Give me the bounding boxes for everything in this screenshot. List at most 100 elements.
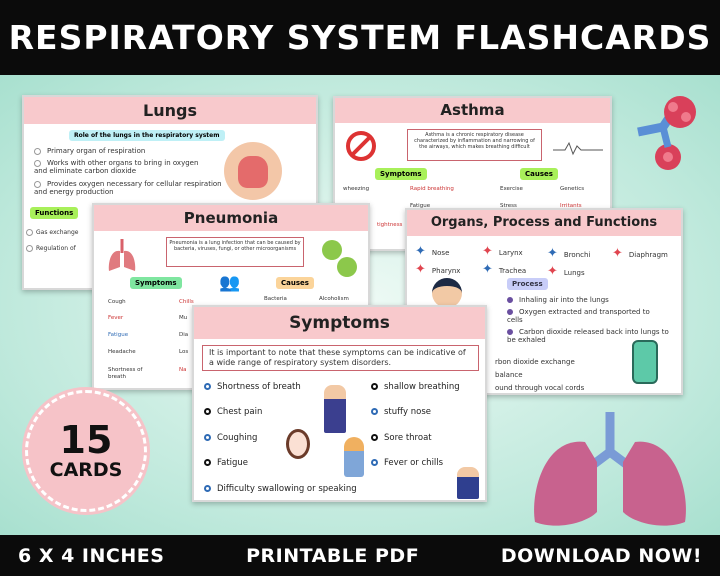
bullet-icon	[507, 329, 513, 335]
list-item: Stress	[500, 203, 517, 209]
sparkle-icon: ✦	[482, 244, 493, 259]
download-cta[interactable]: DOWNLOAD NOW!	[500, 544, 702, 567]
symptom-item: shallow breathing	[371, 382, 460, 392]
organ-item: ✦Larynx	[482, 244, 523, 260]
person-chest-illustration	[457, 467, 479, 499]
symptom-item: Coughing	[204, 433, 257, 443]
page-title: RESPIRATORY SYSTEM FLASHCARDS	[8, 18, 712, 57]
organ-label: Bronchi	[563, 251, 591, 259]
organ-label: Lungs	[563, 269, 585, 277]
bullet-icon	[204, 408, 211, 415]
bullet-icon	[371, 434, 378, 441]
list-item: Na	[179, 367, 187, 373]
heartbeat-icon	[553, 141, 603, 156]
organ-label: Diaphragm	[628, 251, 668, 259]
card-title: Pneumonia	[94, 205, 368, 231]
list-item-text: Gas exchange	[36, 229, 79, 236]
list-item: Bacteria	[264, 296, 287, 302]
symptom-item: stuffy nose	[371, 407, 431, 417]
organ-label: Pharynx	[431, 267, 461, 275]
list-item-text: Provides oxygen necessary for cellular r…	[34, 180, 222, 197]
list-item: Fatigue	[108, 332, 129, 338]
card-title: Asthma	[335, 98, 610, 123]
bullet-icon	[371, 408, 378, 415]
card-title: Organs, Process and Functions	[407, 210, 681, 236]
organ-label: Trachea	[498, 267, 527, 275]
bullet-icon	[34, 180, 41, 188]
chest-lungs-illustration	[224, 142, 282, 200]
process-text: Inhaling air into the lungs	[519, 296, 609, 304]
process-tag: Process	[507, 278, 548, 290]
sparkle-icon: ✦	[482, 262, 493, 277]
list-item: Headache	[108, 349, 136, 355]
symptom-text: Fever or chills	[384, 458, 444, 468]
sparkle-icon: ✦	[547, 264, 558, 279]
bullet-icon	[204, 485, 211, 492]
symptom-text: shallow breathing	[384, 382, 460, 392]
symptom-item: Fever or chills	[371, 458, 443, 468]
card-count-badge: 15 CARDS	[25, 390, 147, 512]
bullet-icon	[34, 159, 41, 167]
list-item: Primary organ of respiration	[34, 147, 224, 155]
symptom-text: Chest pain	[217, 407, 263, 417]
process-item: Inhaling air into the lungs	[507, 296, 667, 304]
bullet-icon	[34, 147, 41, 155]
lungs-shape	[238, 156, 268, 188]
bullet-icon	[26, 229, 33, 236]
bullet-icon	[371, 383, 378, 390]
process-item: Carbon dioxide released back into lungs …	[507, 328, 672, 345]
list-item: Gas exchange	[26, 229, 78, 236]
organ-item: ✦ Trachea	[482, 262, 526, 278]
format-label: PRINTABLE PDF	[246, 544, 420, 567]
card-title: Symptoms	[194, 307, 485, 339]
symptoms-tag: Symptoms	[130, 277, 182, 289]
people-icon: 👥	[219, 273, 241, 293]
card-title: Lungs	[24, 97, 316, 124]
causes-tag: Causes	[276, 277, 314, 289]
virus-icon	[322, 240, 357, 277]
list-item: Los	[179, 349, 189, 355]
list-item: Irritants	[560, 203, 582, 209]
lungs-illustration	[534, 412, 686, 526]
symptom-text: Coughing	[217, 433, 258, 443]
symptom-item: Fatigue	[204, 458, 248, 468]
list-item: Mu	[179, 315, 188, 321]
list-item: Genetics	[560, 186, 585, 192]
list-item: Works with other organs to bring in oxyg…	[34, 159, 204, 176]
symptom-text: Sore throat	[384, 433, 432, 443]
list-item: Fever	[108, 315, 124, 321]
function-item: balance	[495, 371, 523, 379]
organ-item: ✦ Pharynx	[415, 262, 460, 278]
footer-banner: 6 X 4 INCHES PRINTABLE PDF DOWNLOAD NOW!	[0, 535, 720, 576]
card-count: 15	[59, 418, 113, 462]
process-item: Oxygen extracted and transported to cell…	[507, 308, 667, 325]
function-item: rbon dioxide exchange	[495, 358, 575, 366]
alveoli-icon	[637, 96, 696, 170]
size-label: 6 X 4 INCHES	[18, 544, 165, 567]
list-item: tightness	[377, 222, 403, 228]
process-text: Oxygen extracted and transported to cell…	[507, 308, 650, 325]
list-item: Provides oxygen necessary for cellular r…	[34, 180, 224, 197]
list-item: Regulation of	[26, 245, 76, 252]
bullet-icon	[507, 297, 513, 303]
bullet-icon	[26, 245, 33, 252]
symptom-text: Difficulty swallowing or speaking	[217, 484, 357, 494]
bullet-icon	[371, 459, 378, 466]
face-illustration	[286, 429, 310, 459]
symptom-item: Shortness of breath	[204, 382, 301, 392]
list-item: Rapid breathing	[410, 186, 454, 192]
definition-box: Asthma is a chronic respiratory disease …	[407, 129, 542, 161]
inhaler-person-illustration	[432, 278, 462, 308]
sparkle-icon: ✦	[415, 262, 426, 277]
symptom-item: Difficulty swallowing or speaking	[204, 484, 357, 494]
list-item-text: Works with other organs to bring in oxyg…	[34, 159, 199, 176]
list-item: Alcoholism	[319, 296, 349, 302]
symptom-item: Sore throat	[371, 433, 432, 443]
card-count-label: CARDS	[49, 459, 123, 481]
definition-box: Pneumonia is a lung infection that can b…	[166, 237, 304, 267]
process-text: Carbon dioxide released back into lungs …	[507, 328, 669, 345]
note-box: It is important to note that these sympt…	[202, 345, 479, 371]
causes-tag: Causes	[520, 168, 558, 180]
symptoms-tag: Symptoms	[375, 168, 427, 180]
list-item: wheezing	[343, 186, 370, 192]
